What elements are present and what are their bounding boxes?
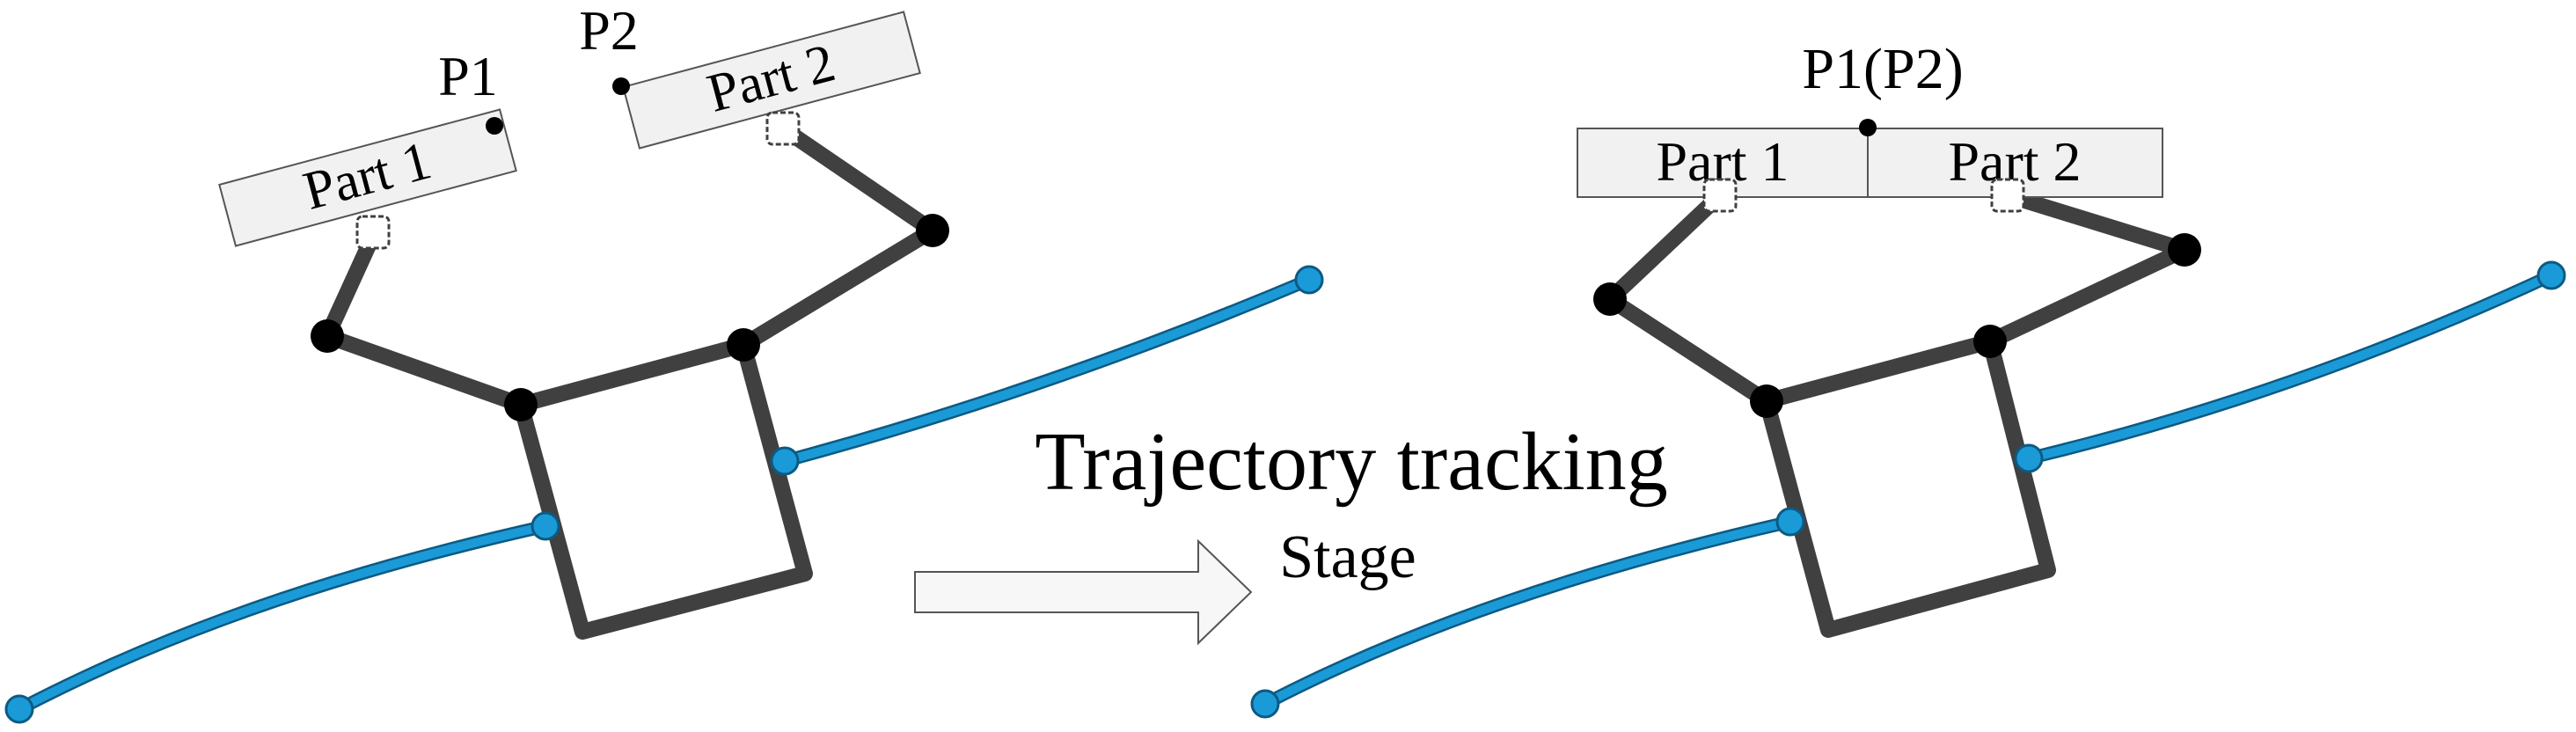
right-point-p1p2-label: P1(P2) bbox=[1802, 37, 1963, 101]
right-trajectory-end-icon bbox=[2536, 260, 2566, 290]
left-joint-shoulder-2-icon bbox=[727, 328, 760, 362]
stage-subtitle: Stage bbox=[1279, 523, 1416, 591]
right-trajectory-lower bbox=[1261, 517, 1795, 708]
left-arm-2 bbox=[735, 121, 940, 353]
right-joint-elbow-2-icon bbox=[2168, 233, 2201, 267]
right-joint-shoulder-1-icon bbox=[1750, 384, 1783, 418]
right-robot-body bbox=[1759, 333, 2056, 638]
left-trajectory-lower-outline bbox=[12, 519, 553, 716]
left-robot-body bbox=[513, 337, 813, 640]
right-trajectory-upper bbox=[2024, 271, 2556, 463]
stage-title: Trajectory tracking bbox=[1035, 416, 1668, 508]
right-point-p1p2-icon bbox=[1859, 119, 1877, 136]
right-scene: Part 1 Part 2 P1(P2) bbox=[1250, 37, 2566, 719]
right-arm-1 bbox=[1602, 187, 1775, 409]
stage-arrow-icon bbox=[914, 538, 1253, 646]
left-trajectory-end-icon bbox=[1294, 265, 1324, 295]
left-arm-1 bbox=[319, 228, 529, 413]
right-contact-upper-icon bbox=[2014, 443, 2044, 473]
left-trajectory-start-icon bbox=[4, 694, 34, 724]
right-trajectory-upper-outline bbox=[2022, 268, 2558, 465]
left-gripper-2-icon bbox=[765, 111, 801, 146]
left-point-p1-icon bbox=[486, 117, 503, 135]
left-point-p2-icon bbox=[612, 77, 630, 95]
left-contact-upper-icon bbox=[770, 446, 800, 476]
left-gripper-1-icon bbox=[355, 215, 391, 250]
right-gripper-2-icon bbox=[1990, 178, 2025, 213]
right-contact-lower-icon bbox=[1775, 507, 1805, 537]
left-contact-lower-icon bbox=[531, 511, 560, 541]
right-joint-elbow-1-icon bbox=[1593, 282, 1627, 316]
stage-annotation: Trajectory tracking Stage bbox=[914, 416, 1668, 646]
right-gripper-1-icon bbox=[1702, 178, 1738, 213]
right-trajectory-start-icon bbox=[1250, 689, 1280, 719]
left-point-p1-label: P1 bbox=[438, 45, 498, 107]
left-joint-shoulder-1-icon bbox=[504, 388, 538, 421]
right-joint-shoulder-2-icon bbox=[1973, 325, 2007, 358]
left-trajectory-upper bbox=[780, 275, 1314, 465]
left-joint-elbow-2-icon bbox=[916, 214, 949, 247]
left-scene: Part 1 Part 2 P1 P2 bbox=[4, 0, 1324, 724]
right-arm-2 bbox=[1982, 187, 2192, 349]
left-point-p2-label: P2 bbox=[579, 0, 639, 62]
left-joint-elbow-1-icon bbox=[311, 319, 344, 353]
left-trajectory-lower bbox=[15, 522, 550, 714]
